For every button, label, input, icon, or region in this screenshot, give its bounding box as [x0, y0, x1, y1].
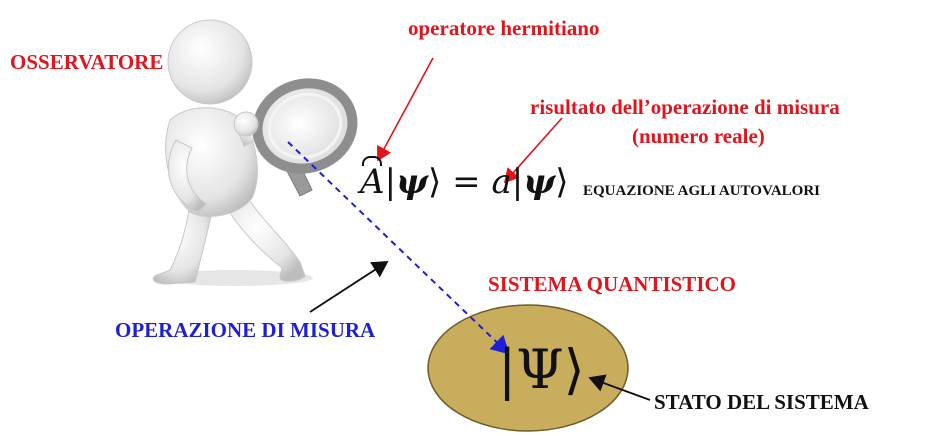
system-state-label: STATO DEL SISTEMA [654, 390, 869, 414]
measurement-result-label-line2: (numero reale) [632, 124, 765, 148]
measurement-result-label-line1: risultato dell’operazione di misura [530, 95, 840, 119]
equals-sign: = [452, 162, 481, 202]
measurement-operation-label: OPERAZIONE DI MISURA [115, 318, 376, 342]
observer-label: OSSERVATORE [10, 50, 164, 74]
eigenvalue-equation: A|ψ⟩ = a|ψ⟩ [360, 156, 569, 202]
eigenvalue-symbol: a [491, 162, 512, 202]
measurement-result-arrow [503, 117, 563, 184]
hermitian-operator-label: operatore hermitiano [408, 16, 600, 40]
quantum-system-label: SISTEMA QUANTISTICO [488, 272, 736, 296]
ket-psi-right: ψ [523, 162, 556, 202]
state-psi-symbol: Ψ [516, 338, 564, 401]
system-state-arrow [588, 374, 651, 401]
ket-psi-left: ψ [396, 162, 429, 202]
quantum-system-ellipse [427, 304, 629, 432]
hermitian-operator-arrow [377, 57, 434, 162]
state-ket: |Ψ⟩ [498, 338, 585, 401]
observer-figure-icon [152, 19, 358, 286]
measurement-operation-arrow [309, 261, 389, 313]
operator-symbol: A [360, 156, 385, 202]
eigenvalue-equation-label: EQUAZIONE AGLI AUTOVALORI [583, 183, 821, 199]
measurement-dashed-arrow [287, 141, 510, 355]
